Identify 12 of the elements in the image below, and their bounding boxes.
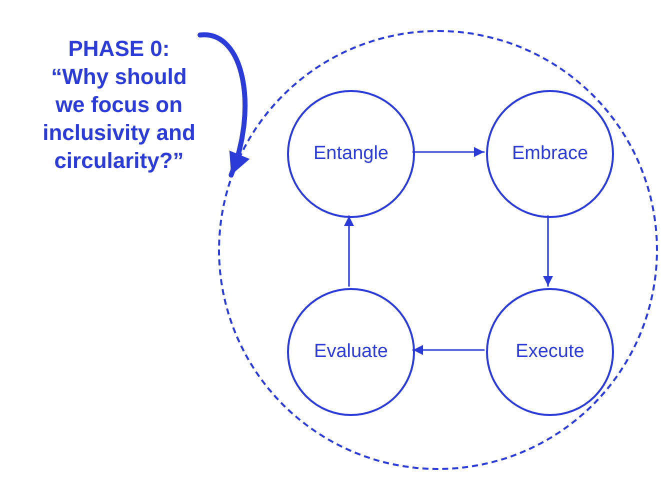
curved-arrow: [198, 32, 249, 178]
stage-circle: Embrace: [486, 90, 614, 218]
stage-circle: Entangle: [287, 90, 415, 218]
arrow: [412, 147, 485, 157]
stage-circle: Evaluate: [287, 288, 415, 416]
phase-question: “Why should we focus on inclusivity and circularity?”: [42, 63, 196, 175]
dashed-circle: [218, 30, 658, 470]
phase-heading: PHASE 0:: [68, 35, 170, 63]
arrow: [543, 215, 553, 287]
arrow: [412, 345, 485, 355]
stage-circle: Execute: [486, 288, 614, 416]
arrow: [344, 215, 354, 287]
